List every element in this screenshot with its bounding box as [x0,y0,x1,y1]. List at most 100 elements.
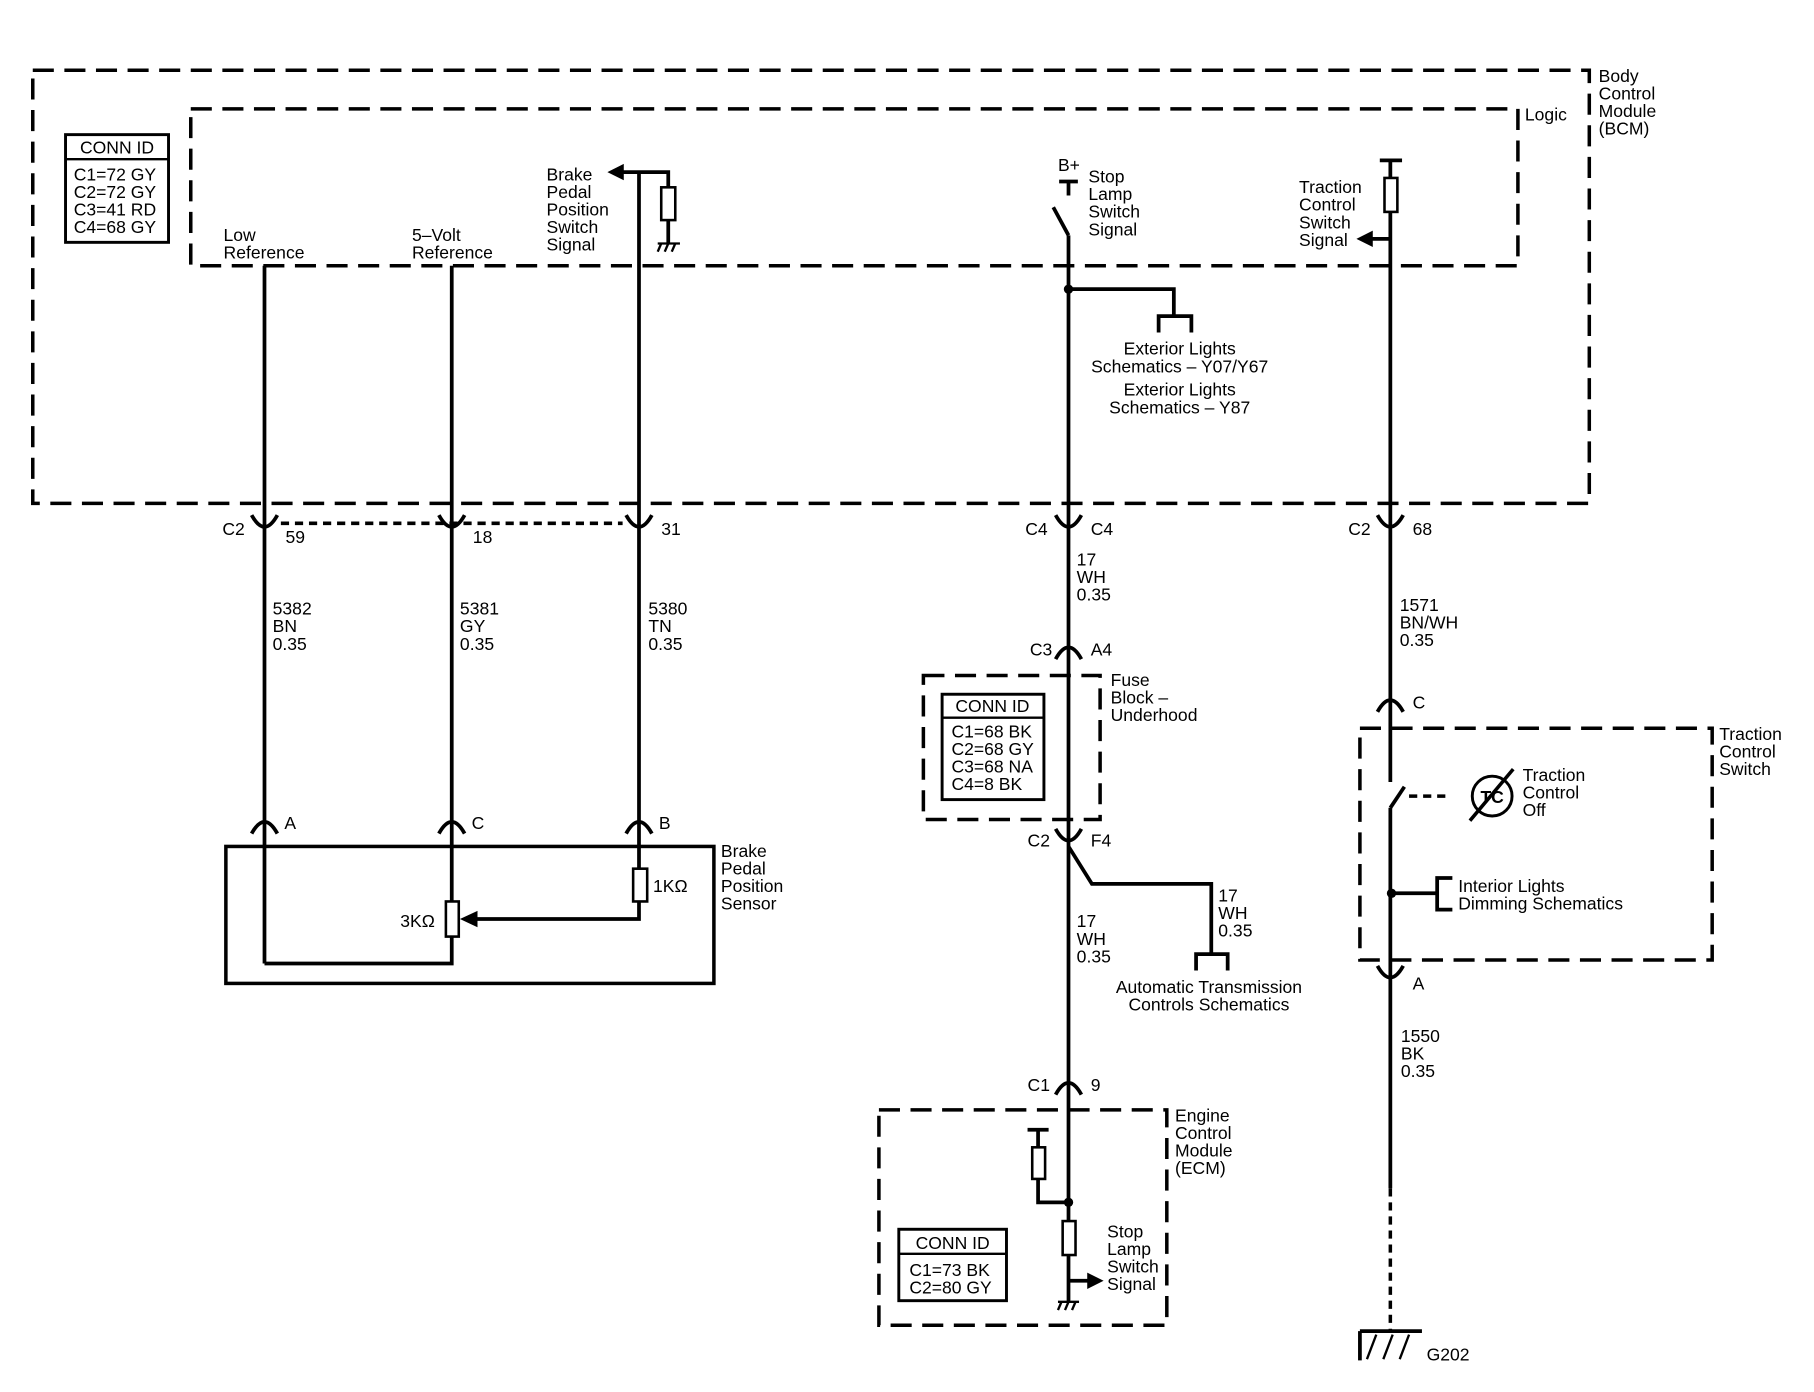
schematic-reference-icon [1435,876,1453,912]
conn-id-header: CONN ID [955,696,1029,716]
wiper-arrow-icon [459,910,478,928]
bcm-module: Body Control Module (BCM) Logic CONN ID … [31,66,1657,506]
transmission-ref-line: Automatic Transmission [1116,977,1302,997]
conn-id-header: CONN ID [80,137,154,157]
traction-switch-name-line: Switch [1719,759,1771,779]
connector-terminal-icon [1375,964,1405,980]
circuit-labels: 5382 BN 0.35 5381 GY 0.35 5380 TN 0.35 1… [273,549,1458,1081]
wire [1036,1178,1069,1205]
exterior-lights-ref: Exterior Lights [1124,380,1236,400]
low-reference-label: Low [224,225,257,245]
brake-pedal-position-sensor: A C B Brake Pedal Position Sensor 3KΩ 1K… [224,813,783,986]
conn-id-frame [897,1227,1008,1303]
connector-terminal-icon [437,514,467,529]
conn-id-row: C1=72 GY [74,164,157,184]
connector-terminal-icon [1375,698,1405,713]
five-volt-reference-label: Reference [412,243,493,263]
circuit-number: 5380 [648,599,687,619]
ecm-name-line: Control [1175,1123,1232,1143]
bcm-outline [31,68,1592,506]
circuit-color: BN [273,616,297,636]
exterior-lights-branch [1063,284,1194,333]
dimming-ref-line: Interior Lights [1458,876,1565,896]
stop-lamp-signal-label: Stop [1088,167,1124,187]
wire [1066,845,1214,955]
conn-id-row: C2=80 GY [909,1278,992,1298]
circuit-gauge: 0.35 [1077,585,1111,605]
circuit-gauge: 0.35 [1218,921,1252,941]
circuit-color: BK [1401,1044,1425,1064]
fuse-block-name-line: Fuse [1111,670,1150,690]
bcm-name-line: Module [1599,101,1657,121]
five-volt-reference-label: 5–Volt [412,225,461,245]
connector-terminal-icon [624,514,654,529]
brake-switch-signal-label: Pedal [547,182,592,202]
resistor-value: 3KΩ [400,911,435,931]
connector-terminal-icon [1053,514,1084,529]
connector-terminal-icon [1053,645,1084,661]
circuit-gauge: 0.35 [273,634,307,654]
connector-pin: 31 [661,519,681,539]
ground-icon [656,242,680,253]
dimming-ref-line: Dimming Schematics [1458,894,1623,914]
circuit-gauge: 0.35 [648,634,682,654]
sensor-name-line: Pedal [721,859,766,879]
circuit-number: 5382 [273,599,312,619]
connector-pin: 18 [473,527,493,547]
circuit-number: 17 [1077,549,1097,569]
connector-terminal-icon [1053,1081,1084,1096]
splice-dot [1063,1197,1074,1208]
ecm-signal-label: Stop [1107,1221,1143,1241]
circuit-number: 1571 [1400,595,1439,615]
bcm-name-line: Control [1599,84,1656,104]
resistor-icon [1030,1146,1047,1181]
sensor-outline [224,844,716,986]
transmission-ref-line: Controls Schematics [1129,994,1290,1014]
traction-switch-outline [1358,726,1714,962]
schematic-reference-icon [1194,952,1230,971]
circuit-gauge: 0.35 [1400,630,1434,650]
ecm-name-line: Module [1175,1141,1233,1161]
resistor-icon [1061,1219,1077,1257]
traction-signal-input-circuit [1356,158,1403,248]
fuse-block-underhood: C3 A4 Fuse Block – Underhood CONN ID C1=… [921,640,1197,850]
connector-id: C1 [1028,1075,1050,1095]
stop-lamp-signal-label: Switch [1088,202,1140,222]
connector-pin: A4 [1091,640,1113,660]
circuit-number: 5381 [460,599,499,619]
circuit-color: TN [648,616,671,636]
ground-label: G202 [1427,1344,1470,1364]
connector-terminal-icon [249,820,280,835]
traction-switch-name-line: Traction [1719,724,1782,744]
connector-pin: C [1413,692,1426,712]
sensor-name-line: Brake [721,841,767,861]
wire [1068,287,1176,317]
conn-id-row: C1=68 BK [951,722,1032,742]
sensor-pin: C [472,813,485,833]
bcm-name-line: Body [1599,66,1639,86]
circuit-number: 17 [1077,911,1097,931]
arrow-left-icon [607,163,624,181]
exterior-lights-ref: Schematics – Y87 [1109,397,1250,417]
conn-id-frame [64,133,170,244]
fuse-block-name-line: Block – [1111,688,1169,708]
circuit-color: WH [1218,903,1247,923]
connector-id: C2 [1028,830,1050,850]
indicator-label: Control [1523,782,1580,802]
traction-control-off-icon: TC [1468,768,1515,822]
arrow-right-icon [1087,1272,1104,1289]
traction-control-switch: C Traction Control Switch TC Traction Co… [1358,692,1782,993]
connector-pin: 68 [1413,519,1433,539]
exterior-lights-ref: Exterior Lights [1124,339,1236,359]
circuit-gauge: 0.35 [460,634,494,654]
switch-blade-icon [1051,206,1071,237]
conn-id-row: C2=72 GY [74,182,157,202]
logic-outline [189,107,1520,268]
conn-id-row: C4=68 GY [74,217,157,237]
logic-label: Logic [1525,105,1567,125]
sensor-name-line: Sensor [721,894,777,914]
low-reference-label: Reference [224,243,305,263]
circuit-number: 17 [1218,885,1238,905]
